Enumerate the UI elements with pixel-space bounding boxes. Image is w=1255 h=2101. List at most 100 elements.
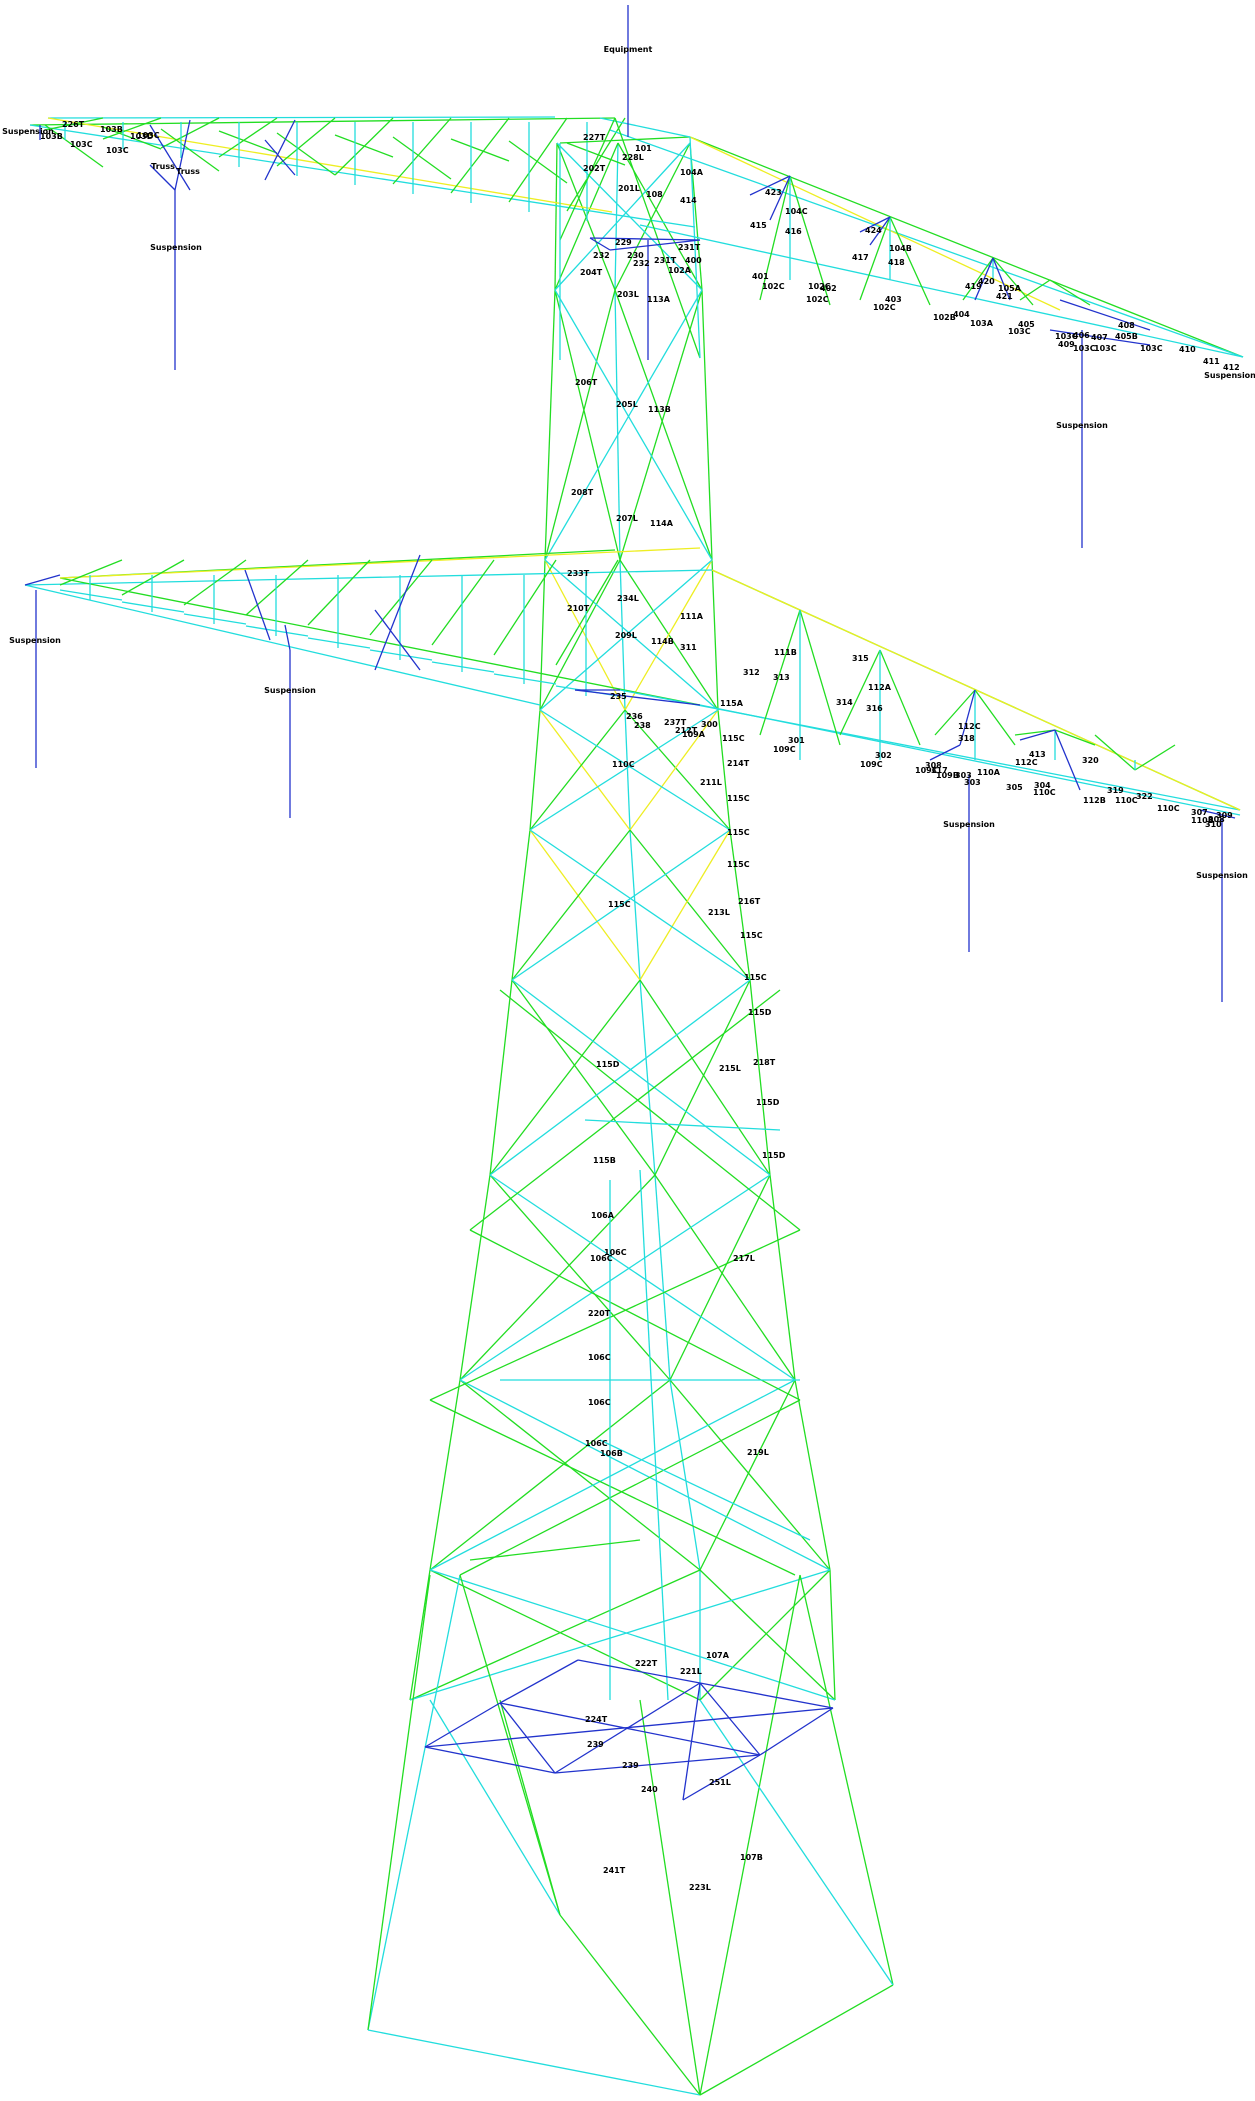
member-label-23: 417 [852,253,869,262]
member-label-141: 103C [1094,344,1117,353]
member-line-64 [794,1379,831,1571]
member-line-177 [769,175,791,221]
member-label-19: 102A [668,266,692,275]
member-line-56 [654,1174,671,1381]
suspension-label-left-mid-2: Suspension [264,686,316,695]
member-label-149: 319 [1107,786,1124,795]
member-label-146: 413 [1029,750,1046,759]
member-line-254 [1054,729,1081,791]
member-label-150: 322 [1136,792,1153,801]
member-line-133 [218,117,278,158]
member-line-162 [639,224,1244,358]
member-label-153: 110C [1157,804,1180,813]
member-label-112: 106C [588,1398,611,1407]
member-line-110 [577,1659,701,1684]
member-line-86 [459,1399,801,1576]
member-line-236 [799,609,841,746]
member-line-253 [1019,729,1056,741]
member-line-227 [284,624,291,651]
member-label-156: 309 [1216,811,1233,820]
member-line-193 [24,569,713,586]
member-line-113 [499,1702,761,1756]
member-line-72 [409,1569,431,1701]
member-label-3: 202T [583,164,606,173]
member-label-114: 106B [600,1449,623,1458]
member-line-17 [544,289,703,561]
member-line-157 [264,119,296,181]
member-line-6 [614,142,691,291]
member-label-47: 207L [616,514,638,523]
member-line-26 [539,559,713,711]
member-label-127: 226T [62,120,85,129]
member-label-92: 115C [727,828,750,837]
member-label-52: 210T [567,604,590,613]
member-line-48 [511,979,656,1176]
equipment-label: Equipment [604,45,653,54]
member-line-211 [307,637,371,649]
member-label-108: 106C [604,1248,627,1257]
member-label-79: 308 [925,761,942,770]
member-label-7: 414 [680,196,697,205]
insulator-strings [35,5,1223,1002]
member-line-77 [699,1569,836,1701]
member-label-110: 220T [588,1309,611,1318]
member-label-105: 115B [593,1156,616,1165]
member-line-213 [369,559,433,636]
member-line-106 [424,1746,556,1774]
member-line-237 [759,609,801,736]
member-label-14: 232 [593,251,610,260]
member-label-116: 222T [635,1659,658,1668]
member-label-81: 109B [936,771,959,780]
member-label-113: 106C [585,1439,608,1448]
member-label-44: 205L [616,400,638,409]
member-line-151 [566,117,626,212]
member-line-54 [459,1174,491,1381]
member-line-228 [374,609,421,671]
member-line-9 [544,289,556,561]
member-line-170 [992,257,1034,306]
member-line-70 [459,1379,831,1571]
member-line-216 [431,559,495,646]
member-label-46: 208T [571,488,594,497]
member-label-5: 108 [646,190,663,199]
member-label-71: 115C [722,734,745,743]
member-labels: 227T101228L202T201L108104A414423104C4154… [40,120,1240,1892]
member-line-102 [699,1699,894,1986]
member-line-58 [459,1174,656,1381]
member-label-154: 307 [1191,808,1208,817]
member-line-188 [599,117,691,138]
member-line-45 [489,979,513,1176]
member-line-225 [24,574,61,586]
member-line-13 [544,289,616,561]
member-label-104: 115D [762,1151,786,1160]
member-line-182 [1049,329,1151,346]
member-line-204 [183,559,247,606]
member-line-112 [424,1702,501,1748]
member-label-65: 238 [634,721,651,730]
member-label-85: 304 [1034,781,1051,790]
member-label-45: 113B [648,405,671,414]
member-line-50 [639,979,771,1176]
member-label-25: 401 [752,272,769,281]
member-line-42 [639,829,731,981]
member-line-252 [959,689,976,746]
member-line-119 [29,117,616,126]
member-line-198 [59,559,123,586]
member-label-144: 411 [1203,357,1220,366]
member-label-94: 115C [608,900,631,909]
member-line-145 [450,117,510,194]
member-line-24 [624,559,713,711]
member-line-197 [59,547,701,579]
member-line-31 [529,709,626,831]
member-label-145: 412 [1223,363,1240,372]
member-line-207 [245,559,309,616]
member-line-115 [682,1682,701,1801]
member-line-0 [554,142,558,291]
member-label-103: 115D [756,1098,780,1107]
member-line-226 [244,569,271,641]
member-label-31: 102C [873,303,896,312]
member-line-20 [619,559,626,711]
member-label-136: 407 [1091,333,1108,342]
member-label-77: 112C [958,722,981,731]
member-line-15 [619,289,703,561]
